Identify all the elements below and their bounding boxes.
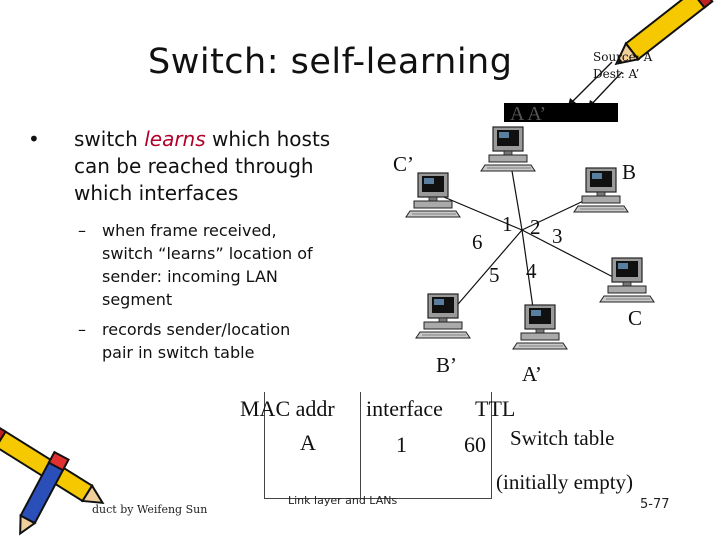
- slide-title: Switch: self-learning: [148, 42, 513, 82]
- host-label-A-prime: A’: [522, 362, 542, 386]
- pencil-bottom-icon: [0, 423, 105, 536]
- sub-bullet-2: records sender/location pair in switch t…: [102, 318, 372, 364]
- table-cell-mac: A: [300, 430, 316, 455]
- sub-bullet-1-line: sender: incoming LAN: [102, 267, 278, 286]
- switch-table-divider: [360, 392, 361, 498]
- sub-bullet-2-dash: –: [78, 320, 86, 339]
- sub-bullet-1: when frame received, switch “learns” loc…: [102, 219, 372, 311]
- table-caption-empty: (initially empty): [496, 470, 634, 494]
- host-A-computer-icon: [480, 126, 536, 172]
- bullet-line-2: can be reached through: [74, 154, 314, 178]
- sub-bullet-1-line: segment: [102, 290, 173, 309]
- table-caption: Switch table: [510, 426, 615, 450]
- host-label-C: C: [628, 306, 643, 330]
- bullet-main-text: switch learns which hosts can be reached…: [74, 126, 374, 207]
- host-label-B: B: [622, 160, 637, 184]
- host-label-C-prime: C’: [393, 152, 414, 176]
- frame-label: A A’: [510, 103, 547, 125]
- pencil-top-icon: [614, 0, 714, 66]
- sub-bullet-1-dash: –: [78, 221, 86, 240]
- frame-packet: [504, 103, 618, 122]
- port-2: 2: [530, 215, 541, 239]
- table-cell-ttl: 60: [464, 432, 486, 457]
- port-5: 5: [489, 263, 500, 287]
- bullet-line-1: switch learns which hosts: [74, 127, 331, 151]
- table-header-interface: interface: [366, 396, 443, 421]
- sub-bullet-2-line: pair in switch table: [102, 343, 255, 362]
- host-C-computer-icon: [599, 257, 655, 303]
- footer-center: Link layer and LANs: [288, 494, 398, 507]
- footer-page: 5-77: [640, 497, 670, 512]
- host-C-prime-computer-icon: [405, 172, 461, 218]
- callout-dest: Dest: A’: [593, 67, 640, 81]
- callout-arrow-2: [587, 71, 623, 109]
- table-header-mac: MAC addr: [240, 396, 335, 421]
- host-A-prime-computer-icon: [512, 304, 568, 350]
- bullet-line-3: which interfaces: [74, 181, 239, 205]
- switch-table-box: [264, 392, 492, 499]
- host-B-computer-icon: [573, 167, 629, 213]
- sub-bullet-2-line: records sender/location: [102, 320, 291, 339]
- port-4: 4: [526, 259, 537, 283]
- footer-left: duct by Weifeng Sun: [92, 503, 208, 516]
- learns-highlight: learns: [144, 127, 206, 151]
- bullet-main: •: [28, 126, 40, 153]
- port-6: 6: [472, 230, 483, 254]
- host-B-prime-computer-icon: [415, 293, 471, 339]
- port-1: 1: [502, 212, 513, 236]
- callout-arrow-1: [567, 61, 613, 107]
- table-header-ttl: TTL: [475, 396, 516, 421]
- sub-bullet-1-line: switch “learns” location of: [102, 244, 313, 263]
- sub-bullet-1-line: when frame received,: [102, 221, 277, 240]
- callout-source: Source: A: [593, 50, 653, 64]
- host-label-B-prime: B’: [436, 353, 457, 377]
- bullet-dot: •: [28, 127, 40, 151]
- table-cell-interface: 1: [396, 432, 407, 457]
- port-3: 3: [552, 224, 563, 248]
